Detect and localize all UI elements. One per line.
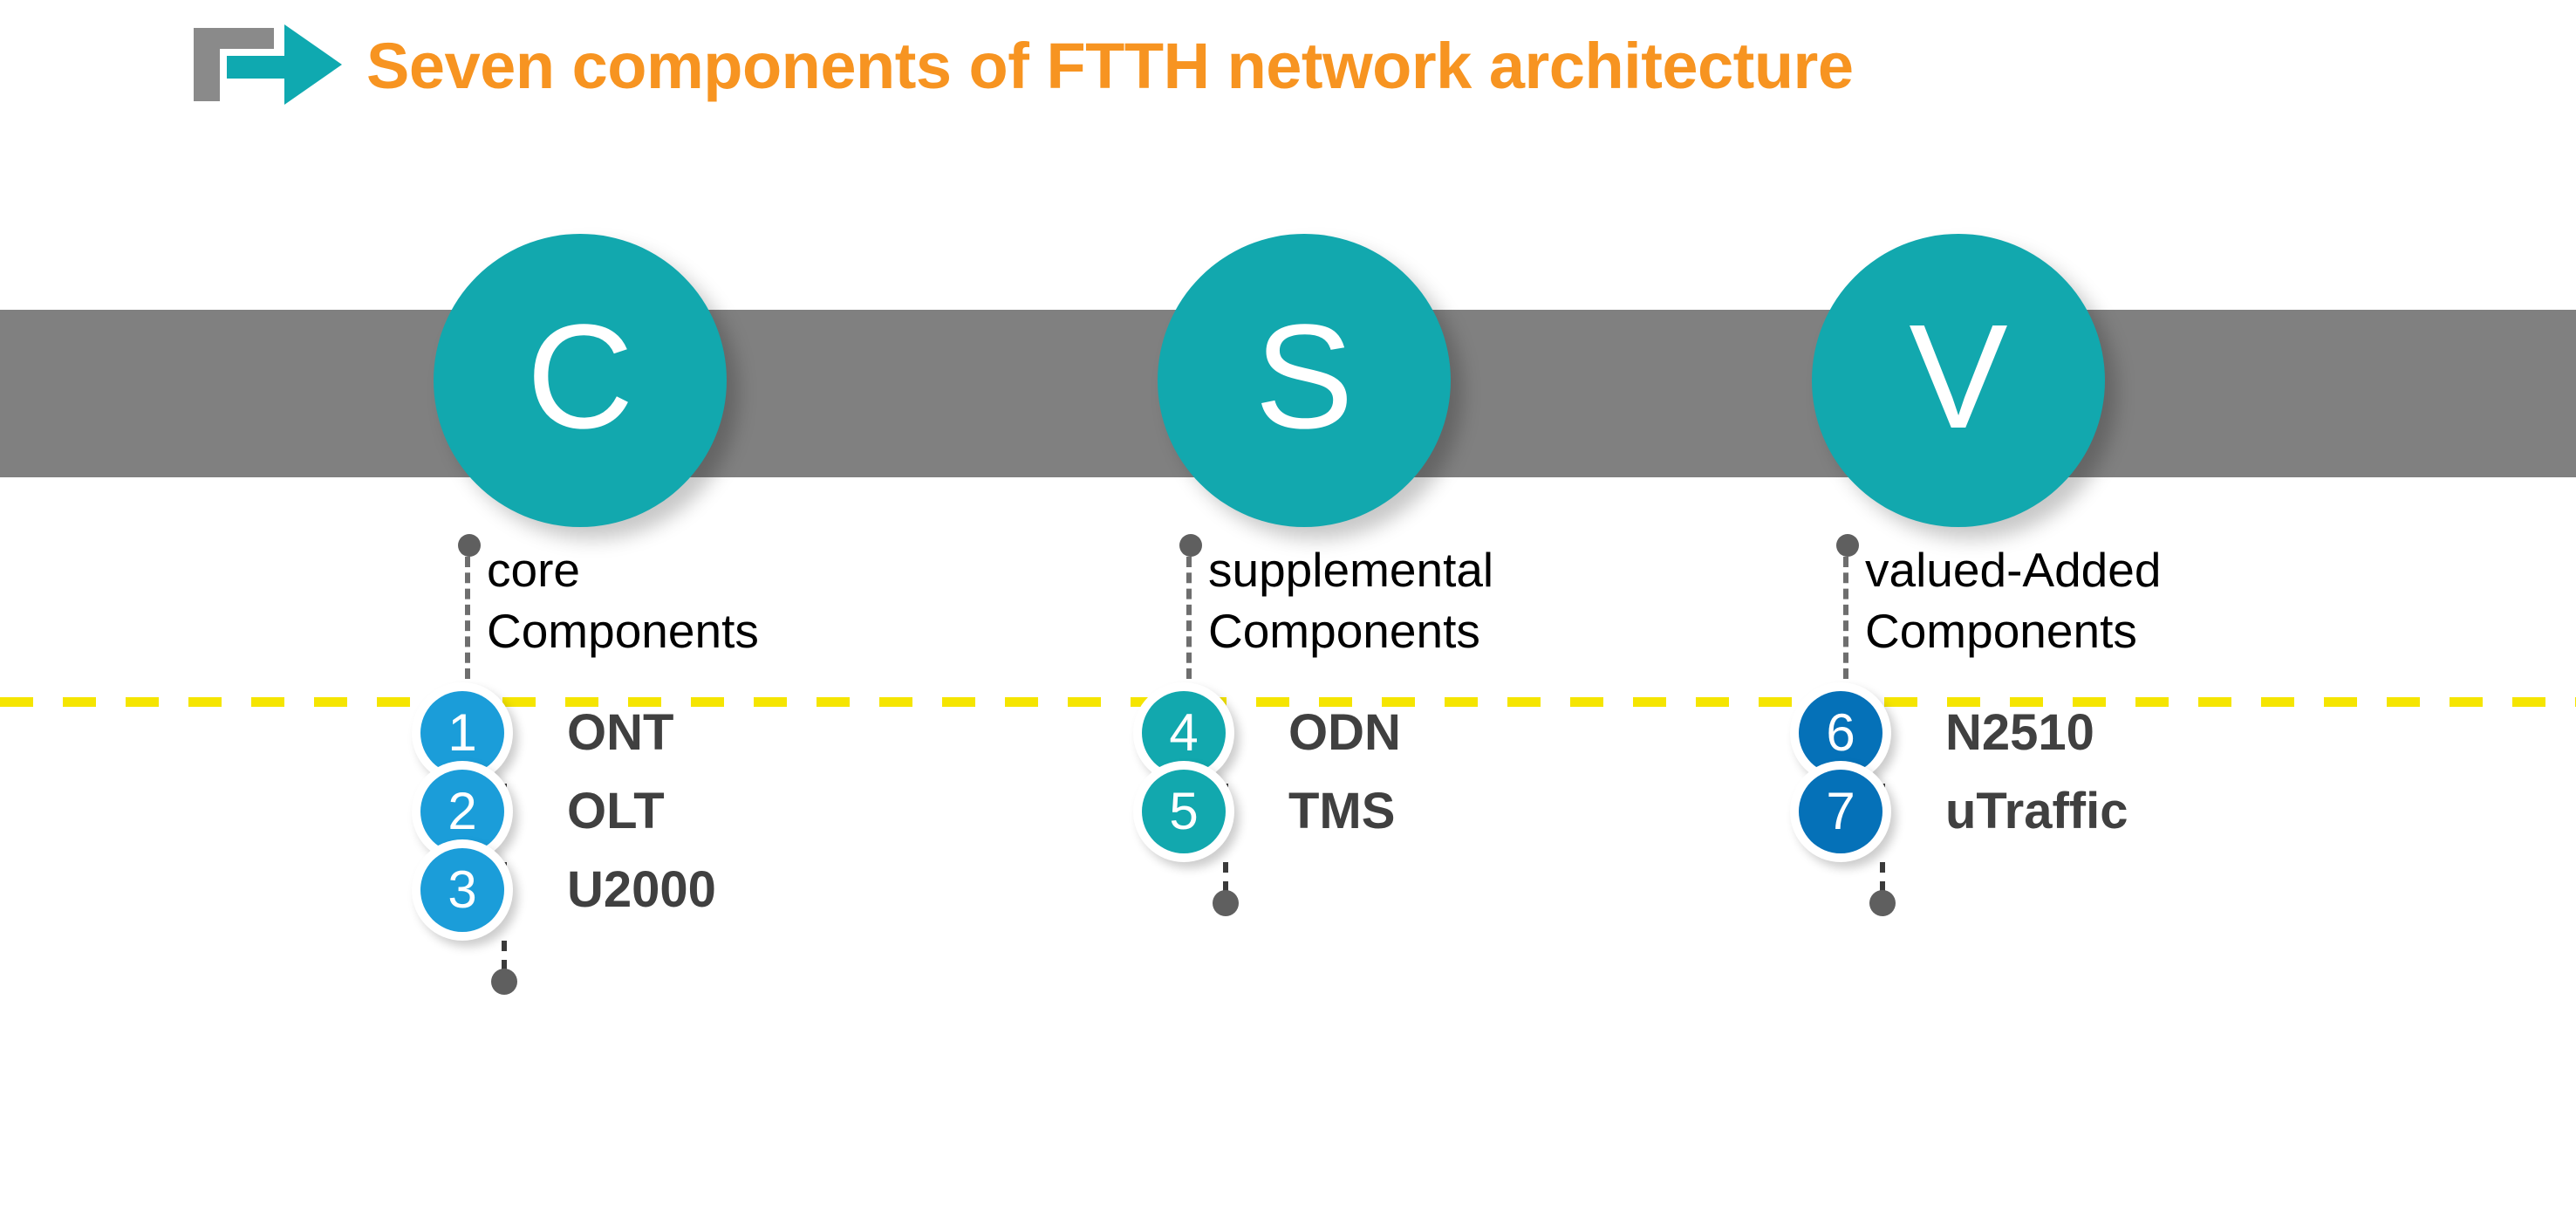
item-label: OLT (567, 783, 665, 839)
item-label: U2000 (567, 861, 716, 918)
badge-circle-supplemental[interactable]: S (1158, 234, 1451, 527)
stem-dashed-line (1843, 557, 1848, 679)
number-value: 6 (1826, 703, 1855, 762)
badge-letter: C (526, 294, 634, 460)
number-badge: 7 (1799, 770, 1882, 853)
number-value: 7 (1826, 782, 1855, 840)
stem-top-dot (1179, 534, 1202, 557)
number-value: 5 (1169, 782, 1199, 840)
column-heading-line1: supplemental (1208, 543, 1494, 597)
column-heading: core Components (487, 539, 759, 661)
stem-end-dot (1213, 890, 1239, 916)
item-label: ONT (567, 704, 674, 761)
badge-circle-core[interactable]: C (434, 234, 727, 527)
number-value: 4 (1169, 703, 1199, 762)
column-heading-line2: Components (1865, 604, 2137, 658)
item-label: uTraffic (1945, 783, 2128, 839)
badge-circle-valued-added[interactable]: V (1812, 234, 2105, 527)
number-value: 2 (448, 782, 477, 840)
stem-end-dot (1869, 890, 1896, 916)
item-label: TMS (1288, 783, 1396, 839)
arrow-right-bracket-icon (190, 19, 347, 105)
stem-dashed-line (1186, 557, 1192, 679)
stem-top-dot (458, 534, 481, 557)
stem-end-dot (491, 969, 517, 995)
connector-dash (1880, 862, 1885, 892)
number-value: 3 (448, 860, 477, 919)
badge-letter: S (1254, 294, 1354, 460)
column-heading-line2: Components (487, 604, 759, 658)
column-heading: valued-Added Components (1865, 539, 2161, 661)
item-label: N2510 (1945, 704, 2094, 761)
column-heading-line1: core (487, 543, 580, 597)
title-row: Seven components of FTTH network archite… (0, 0, 2576, 122)
number-value: 1 (448, 703, 477, 762)
stem-top-dot (1836, 534, 1859, 557)
item-label: ODN (1288, 704, 1401, 761)
column-heading-line2: Components (1208, 604, 1480, 658)
number-badge: 2 (420, 770, 504, 853)
road-centerline (0, 697, 2576, 707)
number-badge: 5 (1142, 770, 1226, 853)
connector-dash (502, 941, 507, 970)
column-heading: supplemental Components (1208, 539, 1493, 661)
number-badge: 3 (420, 848, 504, 932)
connector-dash (1223, 862, 1228, 892)
column-heading-line1: valued-Added (1865, 543, 2162, 597)
badge-letter: V (1909, 294, 2008, 460)
stem-dashed-line (465, 557, 470, 679)
page-title: Seven components of FTTH network archite… (366, 30, 1854, 102)
